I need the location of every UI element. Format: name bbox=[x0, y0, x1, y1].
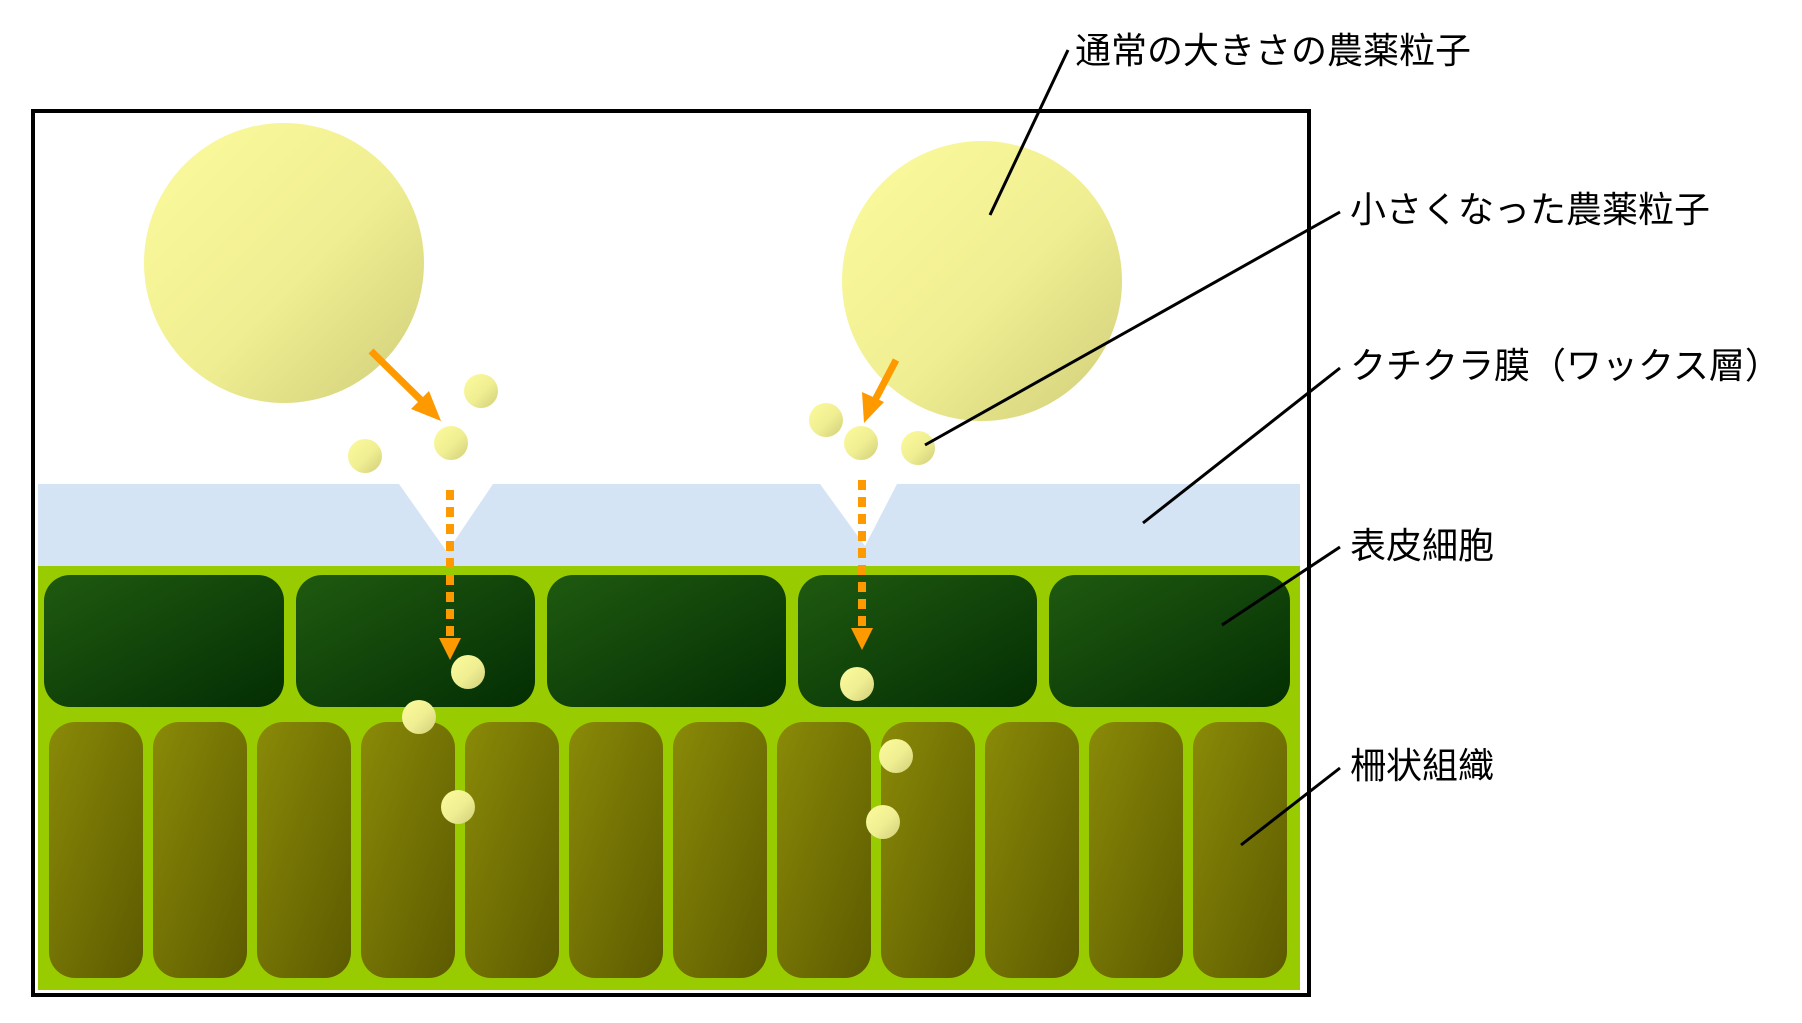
label-small-particle: 小さくなった農薬粒子 bbox=[1350, 190, 1710, 231]
palisade-cell bbox=[673, 722, 767, 978]
leader-line-cuticle bbox=[1142, 366, 1341, 525]
palisade-cell bbox=[777, 722, 871, 978]
epidermis-cell bbox=[1049, 575, 1290, 707]
palisade-cell bbox=[465, 722, 559, 978]
arrowhead bbox=[862, 392, 884, 423]
small-particle bbox=[451, 655, 485, 689]
palisade-cell bbox=[153, 722, 247, 978]
penetration-arrows bbox=[439, 480, 873, 660]
epidermis-cells bbox=[44, 575, 1290, 707]
leader-lines bbox=[924, 49, 1341, 847]
palisade-cell bbox=[881, 722, 975, 978]
leader-line-palisade bbox=[1240, 766, 1341, 847]
small-particle bbox=[434, 426, 468, 460]
cuticle-layer bbox=[38, 484, 1300, 566]
small-particle bbox=[402, 700, 436, 734]
small-particle bbox=[901, 431, 935, 465]
leader-line-normal-particle bbox=[988, 49, 1070, 216]
small-particle bbox=[464, 374, 498, 408]
breakup-arrows bbox=[368, 348, 900, 423]
small-particle bbox=[441, 790, 475, 824]
leader-line-epidermis bbox=[1221, 545, 1341, 627]
small-particle bbox=[840, 667, 874, 701]
palisade-cell bbox=[1089, 722, 1183, 978]
small-particle bbox=[879, 739, 913, 773]
small-particle bbox=[809, 403, 843, 437]
arrowhead bbox=[439, 638, 461, 660]
palisade-cell bbox=[569, 722, 663, 978]
breakup-arrow bbox=[870, 358, 900, 404]
small-particle bbox=[348, 439, 382, 473]
palisade-cell bbox=[985, 722, 1079, 978]
label-epidermis: 表皮細胞 bbox=[1350, 526, 1494, 567]
label-normal-particle: 通常の大きさの農薬粒子 bbox=[1075, 31, 1471, 72]
epidermis-cell bbox=[547, 575, 786, 707]
palisade-cell bbox=[361, 722, 455, 978]
breakup-arrow bbox=[368, 348, 430, 409]
palisade-cell bbox=[1193, 722, 1287, 978]
normal-particle bbox=[144, 123, 424, 403]
small-particles bbox=[348, 374, 935, 839]
leader-line-small-particle bbox=[924, 210, 1341, 447]
palisade-cell bbox=[49, 722, 143, 978]
arrowhead bbox=[851, 628, 873, 650]
label-cuticle: クチクラ膜（ワックス層） bbox=[1350, 346, 1781, 387]
small-particle bbox=[844, 426, 878, 460]
normal-particle bbox=[842, 141, 1122, 421]
arrowhead bbox=[411, 391, 441, 421]
label-palisade: 柵状組織 bbox=[1350, 746, 1494, 787]
epidermis-cell bbox=[44, 575, 284, 707]
small-particle bbox=[866, 805, 900, 839]
palisade-cell bbox=[257, 722, 351, 978]
epidermis-cell bbox=[798, 575, 1037, 707]
palisade-cells bbox=[49, 722, 1287, 978]
epidermis-cell bbox=[296, 575, 535, 707]
